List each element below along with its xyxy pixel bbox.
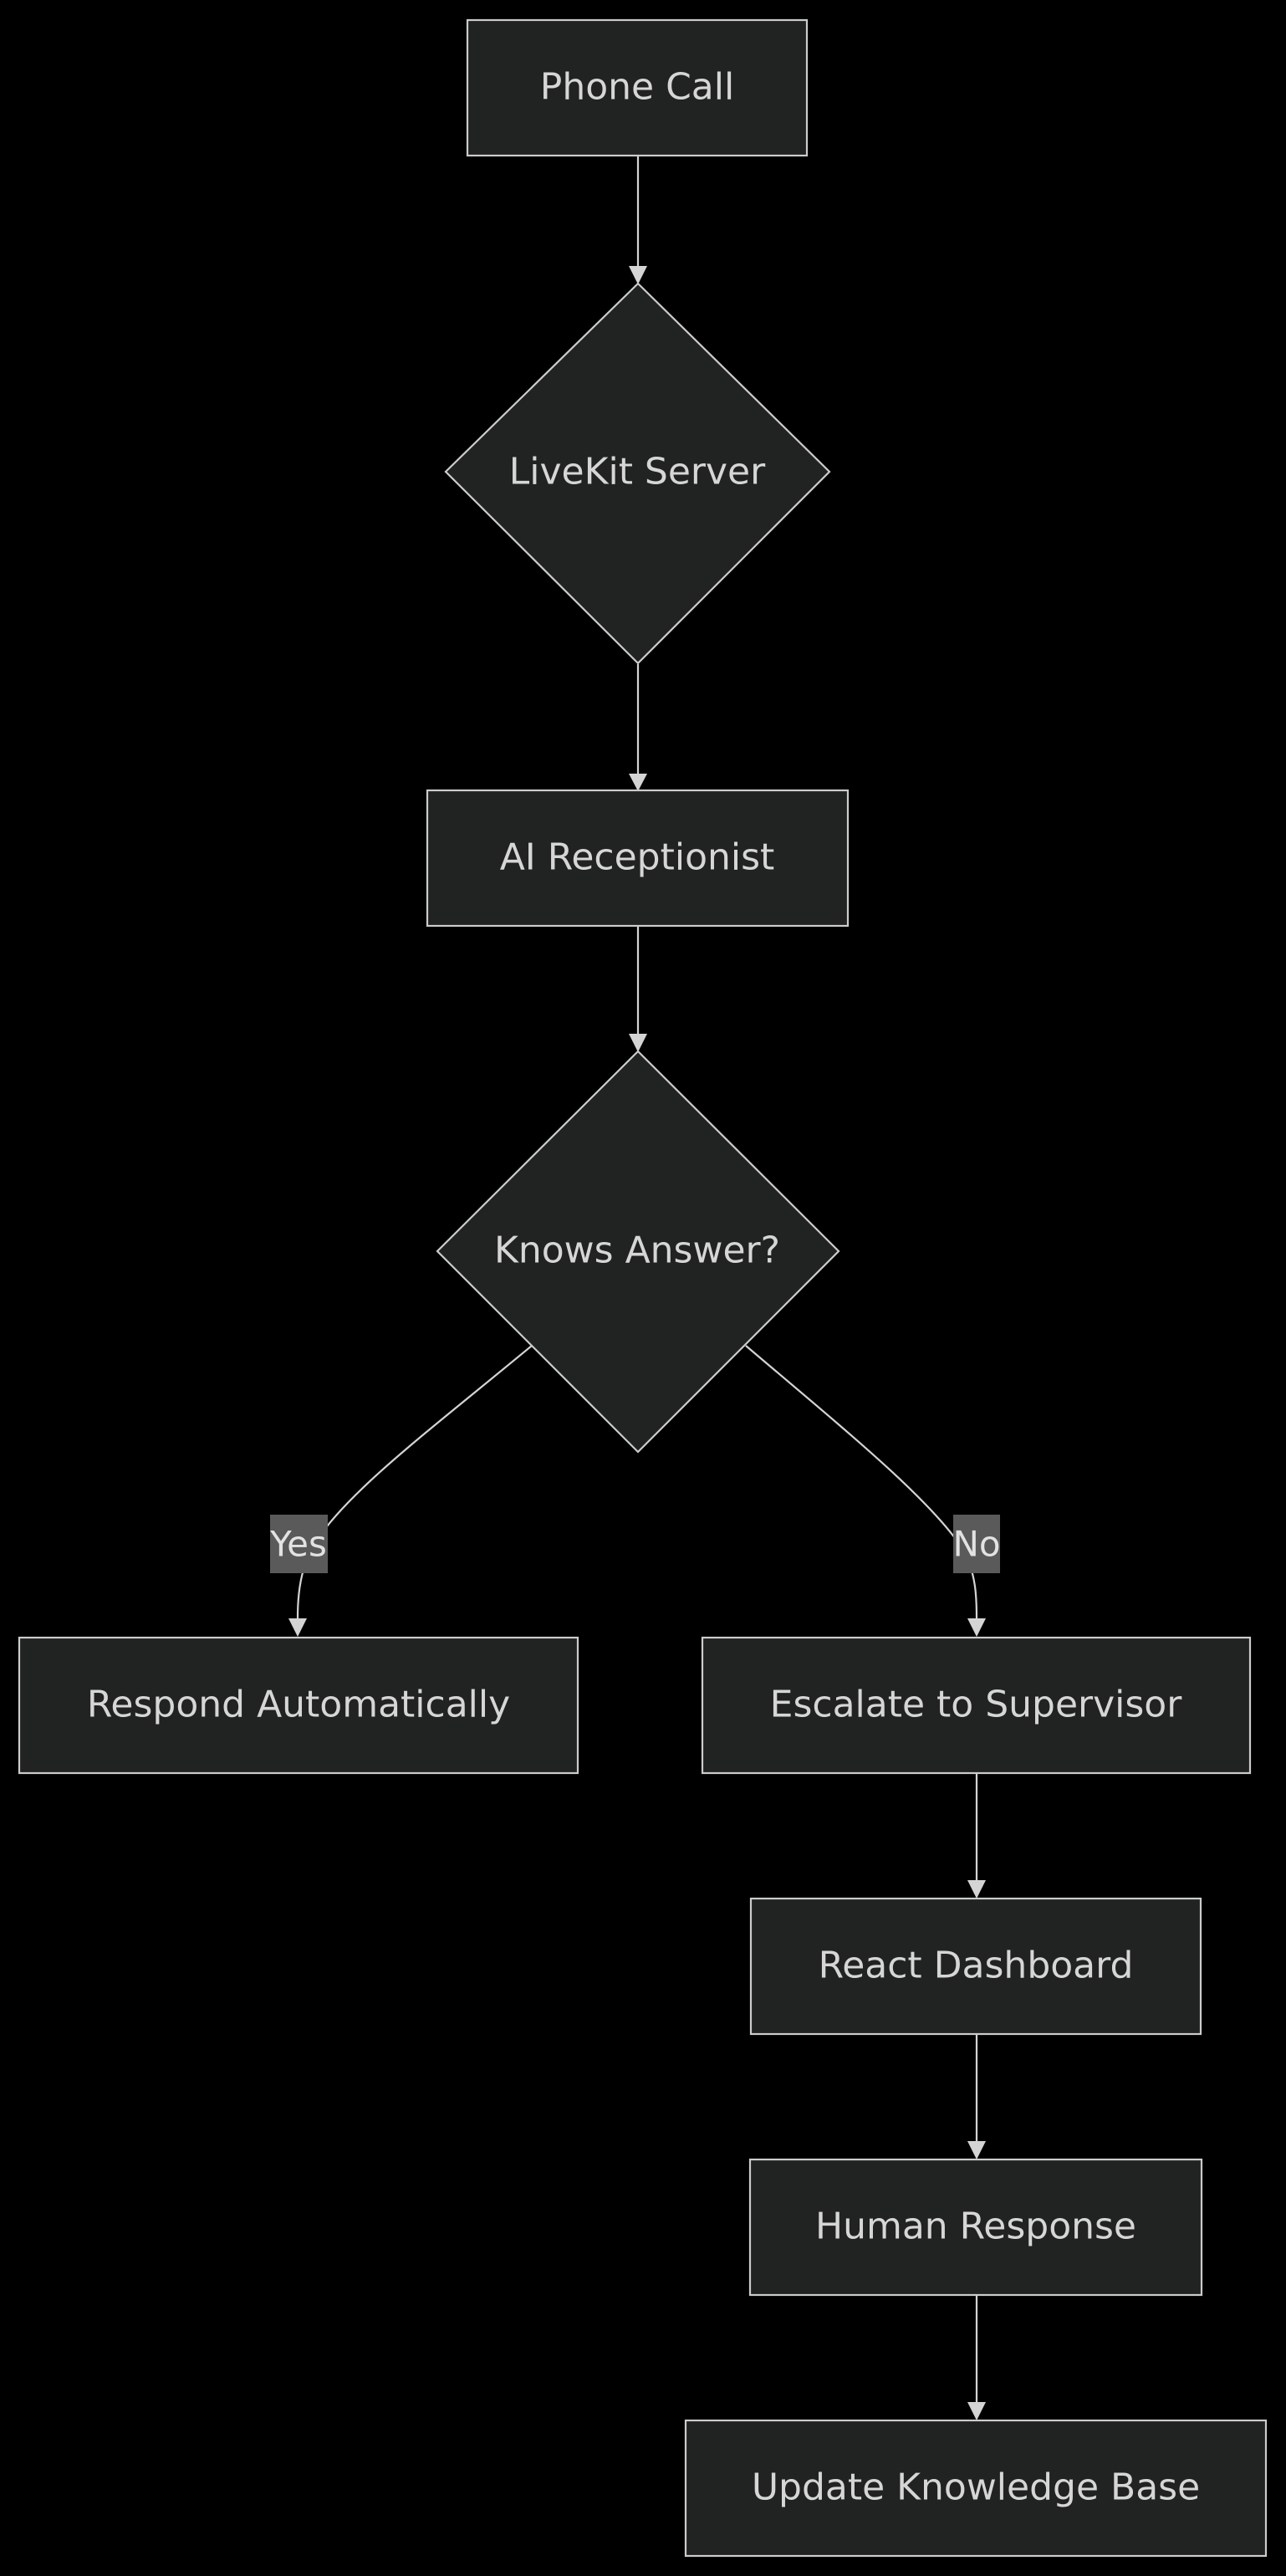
edge-ai-receptionist-to-knows-answer <box>629 926 647 1052</box>
edge-label-no: No <box>952 1515 1001 1573</box>
edge-label-no-text: No <box>952 1524 1000 1565</box>
node-escalate-to-supervisor-label: Escalate to Supervisor <box>770 1684 1183 1726</box>
edge-escalate-to-supervisor-to-react-dashboard <box>967 1773 986 1899</box>
edge-human-response-to-update-knowledge-base <box>967 2295 986 2420</box>
node-knows-answer-label: Knows Answer? <box>494 1229 780 1272</box>
node-update-knowledge-base-label: Update Knowledge Base <box>752 2466 1200 2509</box>
node-react-dashboard: React Dashboard <box>749 1897 1202 2036</box>
edge-livekit-server-to-ai-receptionist <box>629 664 647 791</box>
edge-label-yes-text: Yes <box>269 1524 327 1565</box>
node-phone-call: Phone Call <box>466 18 809 157</box>
edge-knows-answer-to-respond-automatically <box>288 1345 533 1637</box>
node-livekit-server-label: LiveKit Server <box>509 451 766 493</box>
edge-knows-answer-to-escalate-to-supervisor <box>745 1345 986 1637</box>
edge-phone-call-to-livekit-server <box>629 156 647 284</box>
edge-react-dashboard-to-human-response <box>967 2034 986 2159</box>
node-update-knowledge-base: Update Knowledge Base <box>684 2419 1268 2558</box>
node-livekit-server: LiveKit Server <box>444 282 831 665</box>
node-human-response: Human Response <box>748 2158 1203 2297</box>
node-human-response-label: Human Response <box>815 2205 1136 2248</box>
node-ai-receptionist: AI Receptionist <box>426 789 850 928</box>
node-knows-answer: Knows Answer? <box>436 1050 840 1454</box>
node-react-dashboard-label: React Dashboard <box>819 1945 1134 1987</box>
edge-label-yes: Yes <box>269 1515 328 1573</box>
node-ai-receptionist-label: AI Receptionist <box>500 836 775 879</box>
node-escalate-to-supervisor: Escalate to Supervisor <box>701 1636 1252 1775</box>
node-phone-call-label: Phone Call <box>540 66 734 109</box>
node-respond-automatically-label: Respond Automatically <box>87 1684 510 1726</box>
node-respond-automatically: Respond Automatically <box>18 1636 579 1775</box>
